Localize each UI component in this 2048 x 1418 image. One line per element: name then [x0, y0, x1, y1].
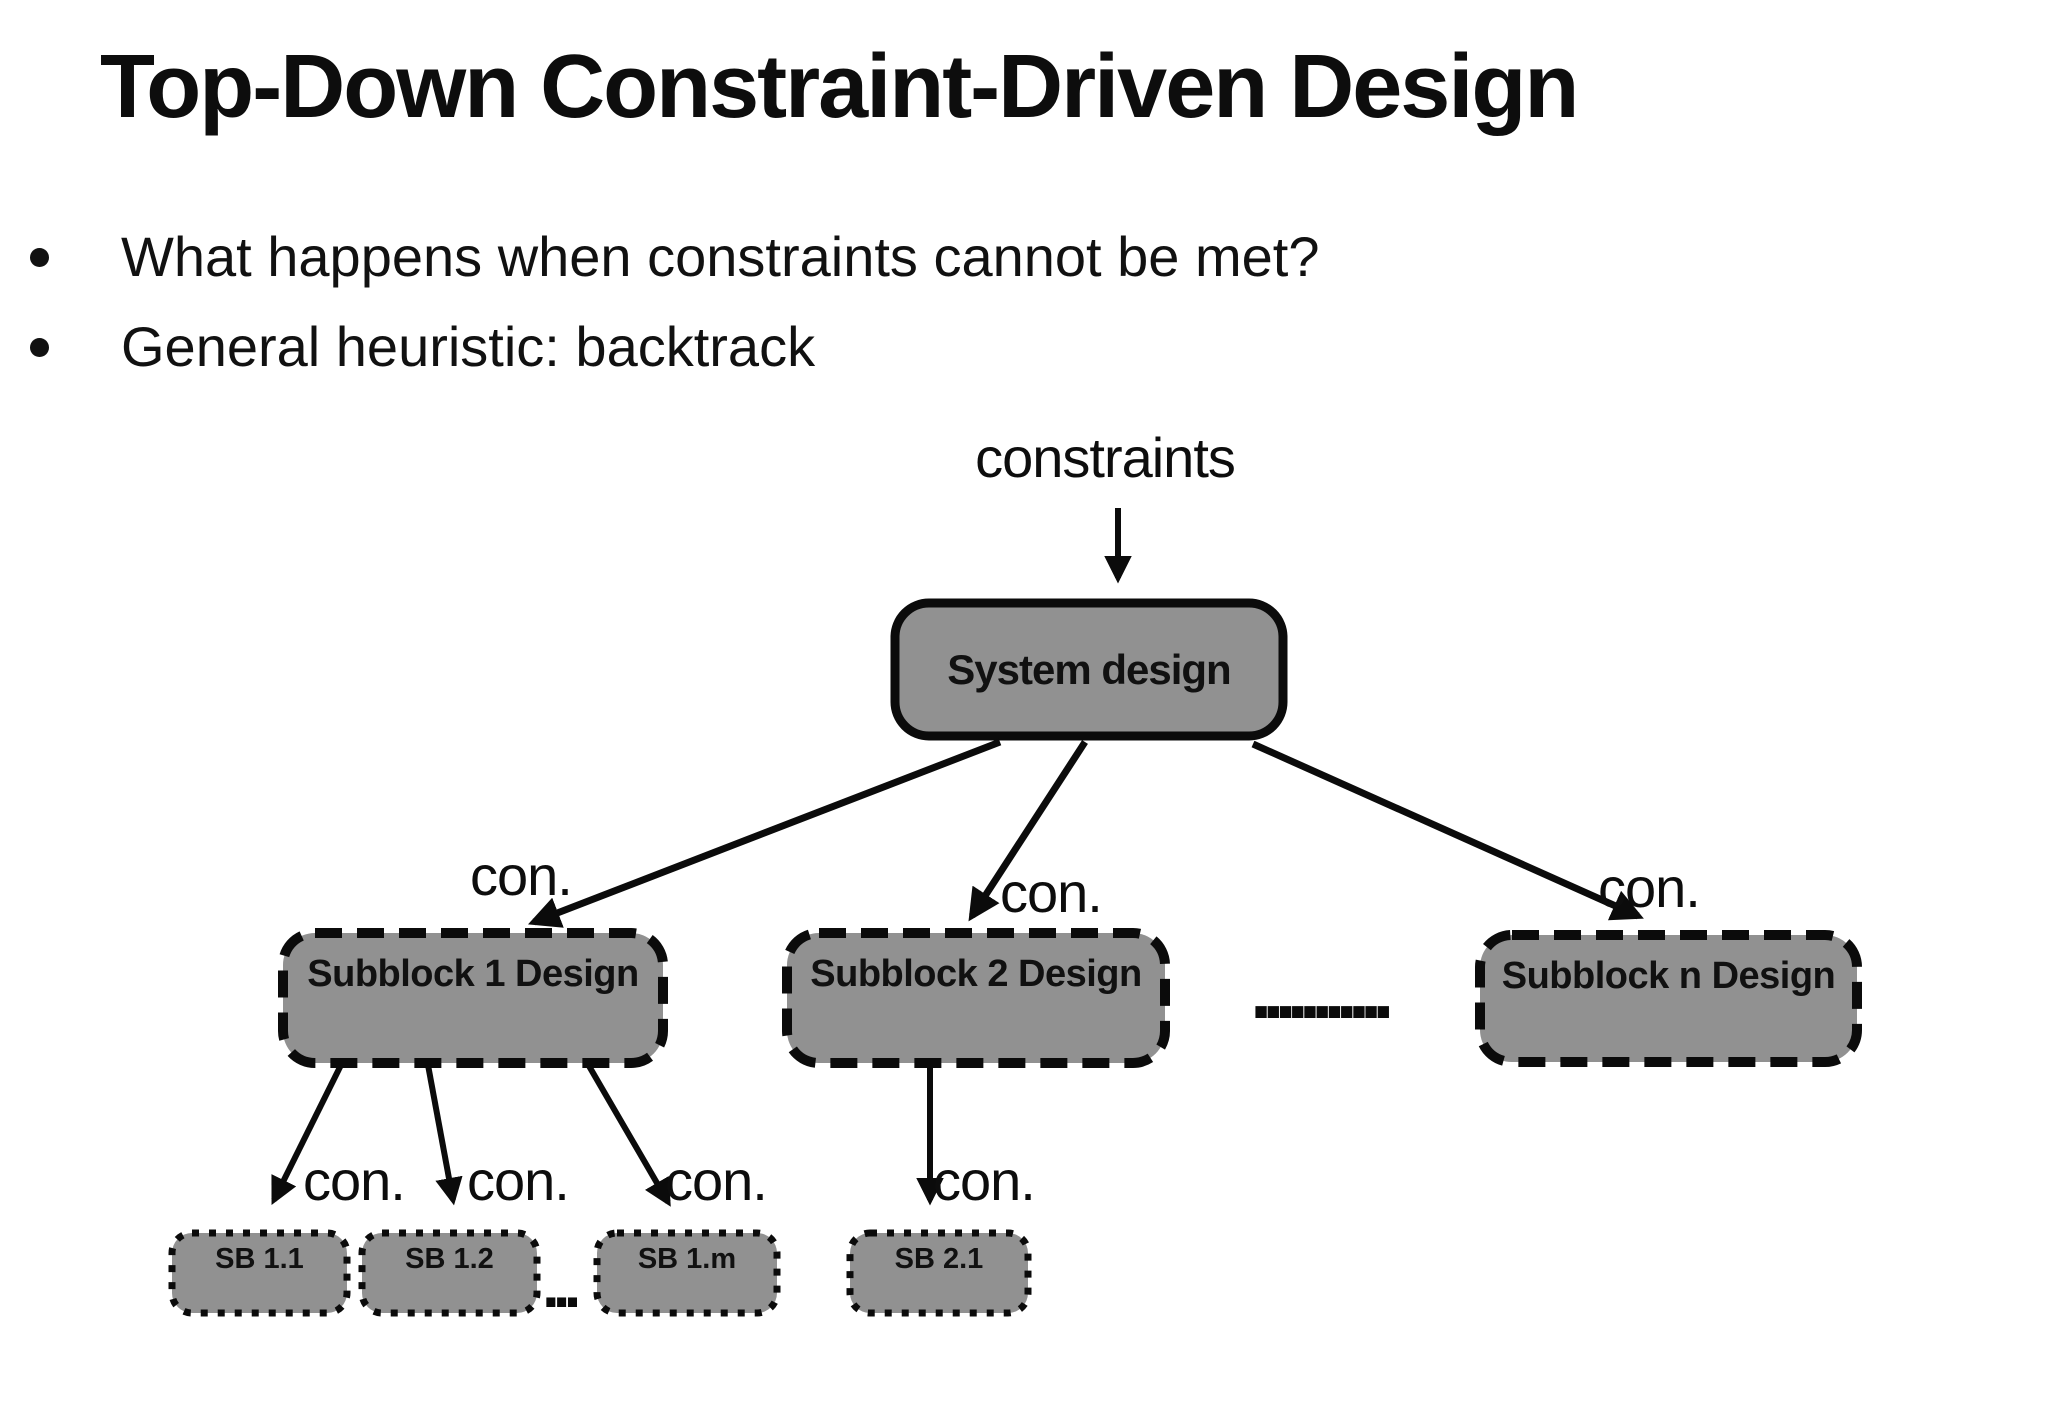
bullet-text: What happens when constraints cannot be … [121, 225, 1320, 288]
subblock-2-label: Subblock 2 Design [810, 953, 1142, 995]
sb-1-m-box-shape [593, 1229, 781, 1317]
arrow-system-to-subblock-2 [968, 740, 1088, 922]
subblock-n-label: Subblock n Design [1501, 955, 1836, 997]
system-design-box-shape [890, 598, 1288, 741]
bullet-item: What happens when constraints cannot be … [30, 224, 1320, 290]
arrow-subblock1-to-sb11 [271, 1063, 344, 1205]
subblock-1-box-shape [278, 928, 668, 1068]
sb-1-2-label: SB 1.2 [405, 1243, 494, 1275]
bullet-text: General heuristic: backtrack [121, 315, 816, 378]
system-design-label: System design [947, 646, 1231, 693]
arrow-system-to-subblock-n [1251, 740, 1644, 921]
sb-1-2-box-shape [358, 1229, 541, 1317]
arrow-subblock1-to-sb1m [586, 1064, 671, 1207]
subblock-1-label: Subblock 1 Design [307, 953, 639, 995]
subblock-2-box-shape [782, 928, 1170, 1068]
sb-2-1-label: SB 2.1 [894, 1243, 984, 1275]
arrow-subblock1-to-sb12 [425, 1064, 463, 1206]
con-label-subblock-1: con. [470, 844, 573, 907]
con-label-subblock-n: con. [1598, 856, 1701, 919]
con-label-sb21: con. [933, 1149, 1036, 1212]
sb-1-m-label: SB 1.m [637, 1243, 737, 1275]
bullet-icon [30, 248, 49, 267]
arrow-system-to-subblock-1 [527, 738, 1002, 928]
con-label-sb11: con. [303, 1149, 406, 1212]
sb-1-1-box-shape [168, 1229, 351, 1317]
bullet-item: General heuristic: backtrack [30, 314, 815, 380]
ellipsis-dots: ... [542, 1249, 581, 1321]
con-label-subblock-2: con. [1000, 861, 1103, 924]
con-label-sb12: con. [467, 1149, 570, 1212]
sb-2-1-box-shape [846, 1229, 1032, 1317]
con-label-sb1m: con. [665, 1149, 768, 1212]
separator-dots: ........... [1250, 946, 1394, 1035]
constraints-label: constraints [975, 426, 1236, 489]
page-title: Top-Down Constraint-Driven Design [100, 37, 1579, 137]
sb-1-1-label: SB 1.1 [215, 1243, 304, 1275]
subblock-n-box-shape [1475, 930, 1862, 1067]
bullet-icon [30, 338, 49, 357]
